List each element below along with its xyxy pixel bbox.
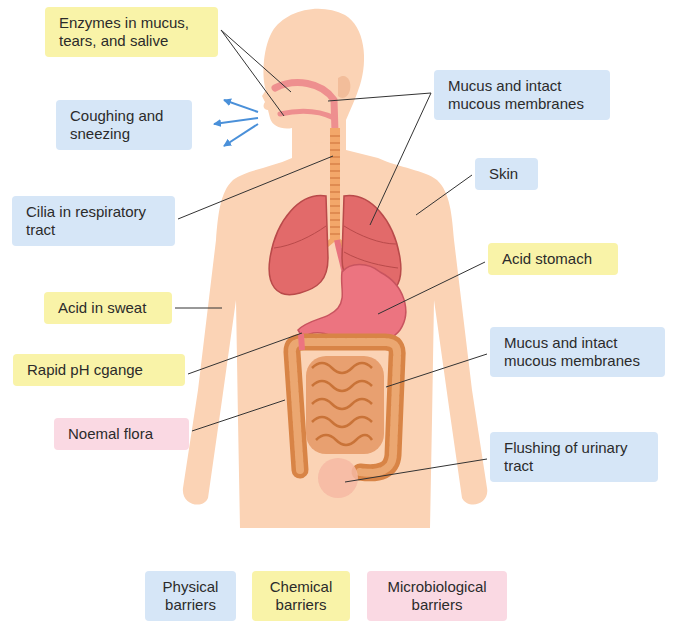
callout-text: Enzymes in mucus, tears, and salive <box>59 14 204 50</box>
callout-box: Mucus and intact mucous membranes <box>434 70 610 120</box>
leader-line <box>416 175 472 215</box>
lung-lobes <box>274 226 398 268</box>
leader-line <box>328 93 431 101</box>
trachea-rings <box>330 136 340 234</box>
nasal-passage <box>275 83 335 132</box>
small-intestine-coils <box>312 363 372 445</box>
callout-box: Skin <box>475 158 538 190</box>
leader-line <box>188 333 302 374</box>
ear <box>338 76 350 98</box>
callout-box: Acid in sweat <box>44 292 172 324</box>
legend-swatch: Physical barriers <box>145 571 236 621</box>
legend-text: Microbiological barriers <box>375 578 499 614</box>
callout-box: Acid stomach <box>488 243 618 275</box>
body-silhouette <box>183 125 487 528</box>
left-lung <box>269 196 328 295</box>
stomach <box>298 265 406 344</box>
leader-line <box>386 354 487 387</box>
callout-text: Mucus and intact mucous membranes <box>504 334 651 370</box>
callout-box: Coughing and sneezing <box>56 100 192 150</box>
leader-line <box>175 308 222 309</box>
callout-text: Acid in sweat <box>58 299 158 317</box>
callout-text: Coughing and sneezing <box>70 107 178 143</box>
large-intestine <box>292 342 397 473</box>
trachea <box>330 128 340 240</box>
callout-text: Flushing of urinary tract <box>504 439 644 475</box>
small-intestine <box>306 356 384 454</box>
head <box>262 9 364 145</box>
leader-line <box>221 30 291 92</box>
callout-text: Acid stomach <box>502 250 604 268</box>
leader-line <box>178 156 333 219</box>
leader-line <box>378 262 485 314</box>
callout-box: Mucus and intact mucous membranes <box>490 327 665 377</box>
callout-box: Flushing of urinary tract <box>490 432 658 482</box>
leader-line <box>192 400 285 431</box>
callout-text: Rapid pH cgange <box>27 361 171 379</box>
callout-box: Noemal flora <box>54 418 189 450</box>
callout-text: Mucus and intact mucous membranes <box>448 77 596 113</box>
leader-line <box>345 459 487 482</box>
bladder <box>318 458 358 498</box>
legend-text: Chemical barriers <box>260 578 342 614</box>
legend-text: Physical barriers <box>153 578 228 614</box>
callout-text: Noemal flora <box>68 425 175 443</box>
large-intestine-folds <box>292 342 397 473</box>
legend-swatch: Microbiological barriers <box>367 571 507 621</box>
callout-box: Rapid pH cgange <box>13 354 185 386</box>
callout-box: Enzymes in mucus, tears, and salive <box>45 7 218 57</box>
leader-line <box>221 30 284 116</box>
cough-arrow <box>214 118 258 124</box>
cough-arrow <box>224 124 258 146</box>
duodenum <box>301 334 302 350</box>
cough-arrow <box>224 100 258 112</box>
legend-swatch: Chemical barriers <box>252 571 350 621</box>
callout-box: Cilia in respiratory tract <box>12 196 175 246</box>
leader-line <box>370 93 431 225</box>
callout-text: Skin <box>489 165 524 183</box>
mouth-passage <box>280 111 334 118</box>
callout-text: Cilia in respiratory tract <box>26 203 161 239</box>
